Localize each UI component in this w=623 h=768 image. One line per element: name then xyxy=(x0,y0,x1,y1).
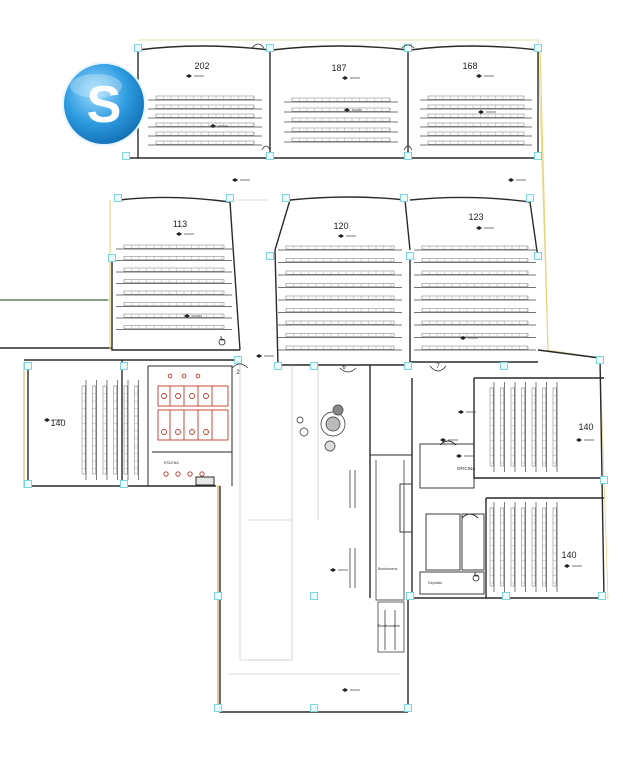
seating xyxy=(81,95,558,592)
restroom-walls xyxy=(147,365,233,486)
service-rooms xyxy=(370,440,485,595)
note-deposito: Depósito xyxy=(428,581,442,585)
screen-113-label: 113 xyxy=(173,219,187,229)
lobby-fixtures xyxy=(296,404,405,653)
screen-123-label: 123 xyxy=(468,212,483,222)
structural-walls xyxy=(0,45,605,713)
screen-140-left-label: 140 xyxy=(50,418,65,428)
restroom-block xyxy=(157,373,229,477)
screen-168-label: 168 xyxy=(462,61,477,71)
screen-120-label: 120 xyxy=(333,221,348,231)
room-labels: OFICINA Bomboneria ESCENA Bomboneria Dep… xyxy=(164,461,475,628)
door-7-label: 7 xyxy=(436,364,440,370)
facade-trims xyxy=(0,47,549,712)
screen-187-label: 187 xyxy=(331,63,346,73)
door-labels: 2 6 7 xyxy=(236,364,440,376)
wheelchair-icons xyxy=(218,336,480,582)
note-bomboneria: Bomboneria xyxy=(378,567,397,571)
screen-140-upper-label: 140 xyxy=(578,422,593,432)
logo-letter: S xyxy=(87,76,122,134)
corridor-lines xyxy=(228,199,400,675)
door-swings xyxy=(231,43,447,373)
screen-labels: 202 187 168 113 120 123 140 140 140 xyxy=(50,61,593,560)
column-markers xyxy=(24,44,608,712)
door-6-label: 6 xyxy=(342,365,346,371)
note-escena: ESCENA xyxy=(164,461,179,465)
screen-202-label: 202 xyxy=(194,61,209,71)
office-label: OFICINA xyxy=(457,466,475,471)
bar-label: Bomboneria xyxy=(378,623,400,628)
annotation-marks xyxy=(44,74,594,692)
app-logo-icon: S xyxy=(62,62,146,146)
door-2-label: 2 xyxy=(236,370,240,376)
screen-140-lower-label: 140 xyxy=(561,550,576,560)
